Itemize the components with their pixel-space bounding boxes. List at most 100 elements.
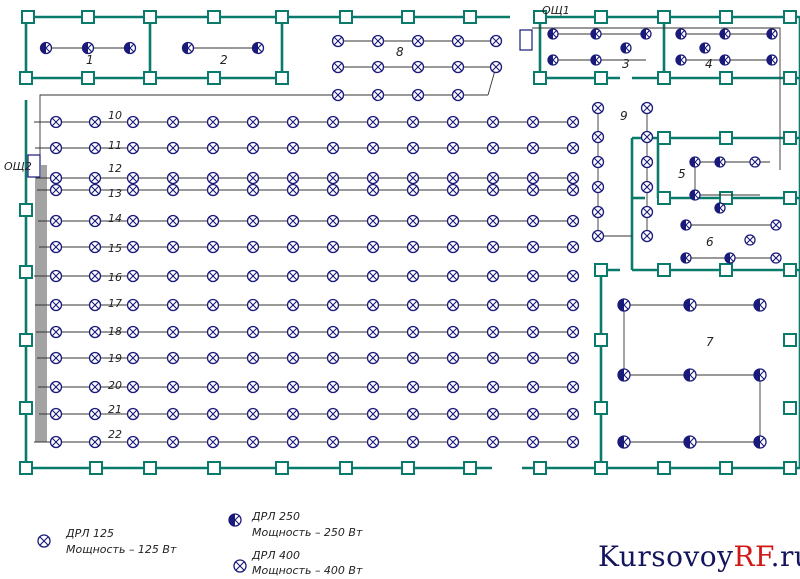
lamp-cross xyxy=(41,43,51,53)
lamp-fill xyxy=(767,55,772,65)
lamp-drl250 xyxy=(753,368,767,382)
lamp-drl400 xyxy=(246,325,260,339)
lamp-cross xyxy=(51,437,61,447)
lamp-drl400 xyxy=(486,183,500,197)
lamp-cross xyxy=(253,43,263,53)
lamp-cross xyxy=(488,242,498,252)
lamp-drl400 xyxy=(166,240,180,254)
lamp-drl400 xyxy=(486,269,500,283)
lamp-drl400 xyxy=(166,325,180,339)
lamp-cross xyxy=(491,36,501,46)
lamp-cross xyxy=(368,327,378,337)
lamp-drl400 xyxy=(166,115,180,129)
lamp-cross xyxy=(568,437,578,447)
lamp-drl400 xyxy=(206,240,220,254)
lamp-drl250 xyxy=(617,368,631,382)
lamp-drl400 xyxy=(566,171,580,185)
lamp-drl400 xyxy=(206,141,220,155)
lamp-cross xyxy=(90,173,100,183)
lamp-drl400 xyxy=(640,229,654,243)
lamp-fill xyxy=(684,369,690,381)
lamp-drl400 xyxy=(286,115,300,129)
lamp-fill xyxy=(725,253,730,263)
column xyxy=(339,461,353,475)
group-number-19: 19 xyxy=(108,352,122,365)
lamp-drl400 xyxy=(526,351,540,365)
lamp-drl400 xyxy=(331,88,345,102)
lamp-drl400 xyxy=(126,407,140,421)
lamp-fill xyxy=(690,157,695,167)
column xyxy=(594,10,608,24)
lamp-cross xyxy=(528,143,538,153)
legend-drl125-name: ДРЛ 125 xyxy=(66,527,114,540)
lamp-cross xyxy=(721,30,729,38)
lamp-cross xyxy=(448,185,458,195)
lamp-cross xyxy=(373,90,383,100)
lamp-drl400 xyxy=(326,183,340,197)
room-number-9: 9 xyxy=(620,109,628,123)
group-number-15: 15 xyxy=(108,242,122,255)
lamp-drl400 xyxy=(451,34,465,48)
lamp-drl400 xyxy=(286,269,300,283)
lamp-drl400 xyxy=(246,351,260,365)
lamp-cross xyxy=(368,216,378,226)
lamp-cross xyxy=(288,437,298,447)
group-number-10: 10 xyxy=(108,109,122,122)
panel-shch1-label: ОЩ1 xyxy=(542,4,570,17)
lamp-drl400 xyxy=(486,171,500,185)
lamp-drl400 xyxy=(88,269,102,283)
lamp-drl250 xyxy=(181,41,195,55)
lamp-cross xyxy=(682,221,690,229)
lamp-drl400 xyxy=(406,351,420,365)
lamp-cross xyxy=(208,353,218,363)
lamp-drl400 xyxy=(49,407,63,421)
lamp-drl250 xyxy=(675,54,687,66)
column xyxy=(783,333,797,347)
lamp-cross xyxy=(413,62,423,72)
lamp-cross xyxy=(408,409,418,419)
lamp-cross xyxy=(128,409,138,419)
lamp-drl400 xyxy=(591,130,605,144)
lamp-drl400 xyxy=(406,115,420,129)
lamp-fill xyxy=(681,220,686,230)
column xyxy=(657,131,671,145)
lamp-cross xyxy=(288,173,298,183)
lamp-drl400 xyxy=(446,435,460,449)
lamp-drl400 xyxy=(566,435,580,449)
lamp-cross xyxy=(726,254,734,262)
lamp-fill xyxy=(618,369,624,381)
column xyxy=(19,461,33,475)
lamp-drl400 xyxy=(406,171,420,185)
lamp-cross xyxy=(51,382,61,392)
lamp-cross xyxy=(528,409,538,419)
column xyxy=(21,10,35,24)
lamp-drl400 xyxy=(406,183,420,197)
lamp-drl250 xyxy=(620,42,632,54)
room-number-1: 1 xyxy=(86,53,94,67)
lamp-cross xyxy=(642,157,652,167)
lamp-fill xyxy=(124,42,130,54)
lamp-drl400 xyxy=(566,269,580,283)
room-number-6: 6 xyxy=(706,235,714,249)
lamp-cross xyxy=(368,271,378,281)
lamp-cross xyxy=(592,30,600,38)
lamp-drl400 xyxy=(526,183,540,197)
lamp-drl400 xyxy=(126,351,140,365)
column xyxy=(594,71,608,85)
lamp-cross xyxy=(682,254,690,262)
lamp-drl250 xyxy=(689,156,701,168)
column xyxy=(719,10,733,24)
lamp-drl400 xyxy=(88,183,102,197)
lamp-cross xyxy=(622,44,630,52)
lamp-cross xyxy=(288,185,298,195)
column xyxy=(19,333,33,347)
lamp-cross xyxy=(642,132,652,142)
room-number-4: 4 xyxy=(705,57,713,71)
lamp-cross xyxy=(448,173,458,183)
lamp-cross xyxy=(568,271,578,281)
lamp-drl400 xyxy=(88,298,102,312)
lamp-cross xyxy=(368,437,378,447)
lamp-cross xyxy=(128,173,138,183)
lamp-drl400 xyxy=(446,351,460,365)
lamp-cross xyxy=(328,382,338,392)
